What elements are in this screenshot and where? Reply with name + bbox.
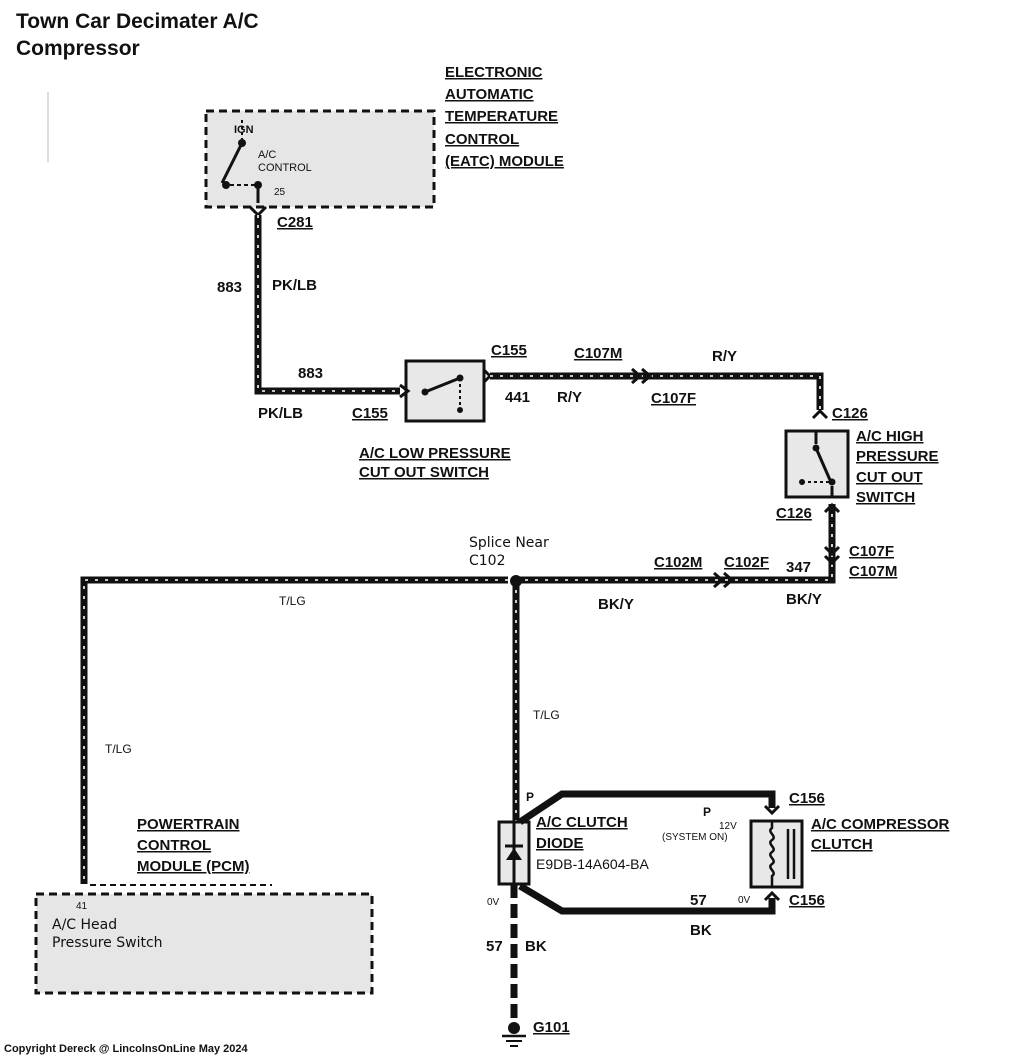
pcm-title-line-1: POWERTRAIN <box>137 816 240 833</box>
wire-57-circuit-label-b: 57 <box>690 892 707 909</box>
eatc-ac-control-label-1: A/C <box>258 149 276 161</box>
eatc-ac-control-label-2: CONTROL <box>258 162 312 174</box>
ground-g101-label: G101 <box>533 1019 570 1036</box>
wire-883-color-label-b: PK/LB <box>258 405 303 422</box>
wire-441-color-label-b: R/Y <box>712 348 737 365</box>
pcm-module <box>34 884 374 995</box>
splice-label-1: Splice Near <box>469 535 549 551</box>
ac-compressor-clutch <box>749 819 804 889</box>
ac-clutch-diode <box>497 820 531 886</box>
wire-347-color-label: BK/Y <box>786 591 822 608</box>
eatc-ign-label: IGN <box>234 124 254 136</box>
wire-347 <box>518 502 841 589</box>
wire-883 <box>254 215 400 395</box>
eatc-title-line-4: CONTROL <box>445 131 519 148</box>
diode-pin-p-label: P <box>526 790 534 804</box>
pcm-pin-41-label: 41 <box>76 901 88 912</box>
connector-c126-bottom-label: C126 <box>776 505 812 522</box>
wire-57-color-label: BK <box>525 938 547 955</box>
connector-c102f-label: C102F <box>724 554 769 571</box>
clutch-pin-0v-label: 0V <box>738 895 751 906</box>
eatc-pin-25-label: 25 <box>274 187 286 198</box>
eatc-title-line-3: TEMPERATURE <box>445 108 558 125</box>
low-pressure-switch <box>399 359 493 423</box>
wire-tlg-mid-label: T/LG <box>533 708 560 722</box>
connector-c156-bottom-label: C156 <box>789 892 825 909</box>
diagram-title-line-2: Compressor <box>16 37 140 60</box>
wire-441 <box>490 367 824 410</box>
high-pressure-switch-title-1: A/C HIGH <box>856 428 924 445</box>
connector-c107m-side-label: C107M <box>849 563 897 580</box>
wire-57-to-clutch <box>518 882 776 915</box>
connector-c126-top-label: C126 <box>832 405 868 422</box>
splice-point-c102 <box>510 575 522 587</box>
low-pressure-switch-title-1: A/C LOW PRESSURE <box>359 445 511 462</box>
connector-c281-label: C281 <box>277 214 313 231</box>
diode-pin-0v-label: 0V <box>487 897 500 908</box>
wire-57-color-label-b: BK <box>690 922 712 939</box>
diode-part-number: E9DB-14A604-BA <box>536 856 650 872</box>
wire-347-color-label-b: BK/Y <box>598 596 634 613</box>
high-pressure-switch-title-3: CUT OUT <box>856 469 923 486</box>
eatc-module: IGN A/C CONTROL 25 <box>47 92 436 209</box>
clutch-title-line-1: A/C COMPRESSOR <box>811 816 950 833</box>
wire-tlg-left-label: T/LG <box>105 742 132 756</box>
diode-title-line-1: A/C CLUTCH <box>536 814 628 831</box>
pcm-function-label-2: Pressure Switch <box>52 935 163 951</box>
clutch-pin-p-label: P <box>703 805 711 819</box>
wire-p-to-clutch <box>518 790 776 825</box>
high-pressure-switch <box>784 429 850 499</box>
copyright-footer: Copyright Dereck @ LincolnsOnLine May 20… <box>4 1043 249 1055</box>
pcm-function-label-1: A/C Head <box>52 917 117 933</box>
wire-883-circuit-label: 883 <box>217 279 242 296</box>
ground-symbol-icon <box>502 1022 526 1047</box>
eatc-title-line-2: AUTOMATIC <box>445 86 534 103</box>
high-pressure-switch-title-2: PRESSURE <box>856 448 939 465</box>
wire-883-circuit-label-b: 883 <box>298 365 323 382</box>
eatc-title-line-1: ELECTRONIC <box>445 64 543 81</box>
diagram-title-line-1: Town Car Decimater A/C <box>16 10 259 33</box>
connector-c107f-top-label: C107F <box>651 390 696 407</box>
wire-441-color-label: R/Y <box>557 389 582 406</box>
wire-441-circuit-label: 441 <box>505 389 530 406</box>
connector-c107m-top-label: C107M <box>574 345 622 362</box>
pcm-title-line-3: MODULE (PCM) <box>137 858 250 875</box>
clutch-system-on-label: (SYSTEM ON) <box>662 832 728 843</box>
wire-883-color-label: PK/LB <box>272 277 317 294</box>
connector-c156-top-label: C156 <box>789 790 825 807</box>
connector-c107f-side-label: C107F <box>849 543 894 560</box>
wire-347-circuit-label: 347 <box>786 559 811 576</box>
high-pressure-switch-title-4: SWITCH <box>856 489 915 506</box>
connector-c102m-label: C102M <box>654 554 702 571</box>
clutch-title-line-2: CLUTCH <box>811 836 873 853</box>
connector-c155-left-label: C155 <box>352 405 388 422</box>
low-pressure-switch-title-2: CUT OUT SWITCH <box>359 464 489 481</box>
ac-control-switch-symbol <box>220 120 262 203</box>
pcm-title-line-2: CONTROL <box>137 837 211 854</box>
clutch-voltage-label: 12V <box>719 821 737 832</box>
wire-57-circuit-label: 57 <box>486 938 503 955</box>
connector-c155-top-label: C155 <box>491 342 527 359</box>
splice-label-2: C102 <box>469 553 506 569</box>
wire-tlg-top-label: T/LG <box>279 594 306 608</box>
wire-tlg <box>80 576 520 884</box>
diode-title-line-2: DIODE <box>536 835 584 852</box>
eatc-title-line-5: (EATC) MODULE <box>445 153 564 170</box>
